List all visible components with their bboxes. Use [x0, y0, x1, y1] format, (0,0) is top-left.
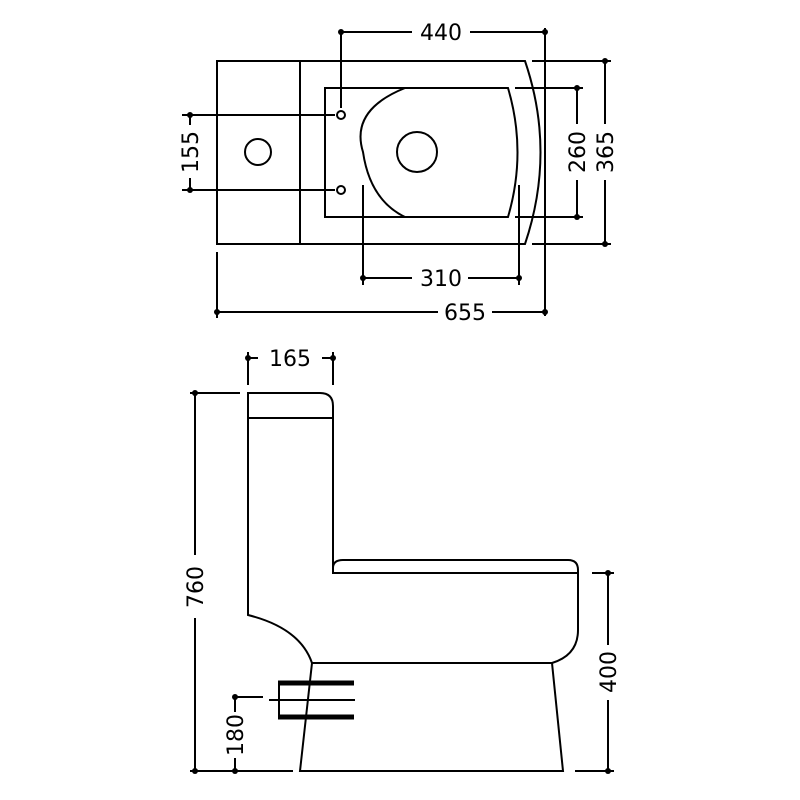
dim-310: 310	[420, 267, 462, 292]
tank-hole	[244, 138, 272, 166]
body-outline	[247, 418, 579, 664]
dim-260: 260	[566, 131, 591, 173]
bowl-rim	[324, 87, 519, 218]
dim-655: 655	[444, 301, 486, 326]
top-view: 440 155 260 365 310 655	[179, 21, 619, 326]
side-view: 165 760 180 400	[184, 347, 622, 774]
outline-top	[216, 60, 542, 245]
bowl-hole	[396, 131, 438, 173]
dim-760: 760	[184, 566, 209, 608]
bolt-hole	[336, 110, 346, 120]
dim-155: 155	[179, 131, 204, 173]
bolt-hole	[336, 185, 346, 195]
dim-165: 165	[269, 347, 311, 372]
dim-440: 440	[420, 21, 462, 46]
dim-400: 400	[597, 651, 622, 693]
seat-lid	[332, 559, 579, 574]
dim-365: 365	[594, 131, 619, 173]
seat-outline	[359, 87, 406, 218]
tank-lid	[247, 392, 334, 419]
dim-180: 180	[224, 714, 249, 756]
